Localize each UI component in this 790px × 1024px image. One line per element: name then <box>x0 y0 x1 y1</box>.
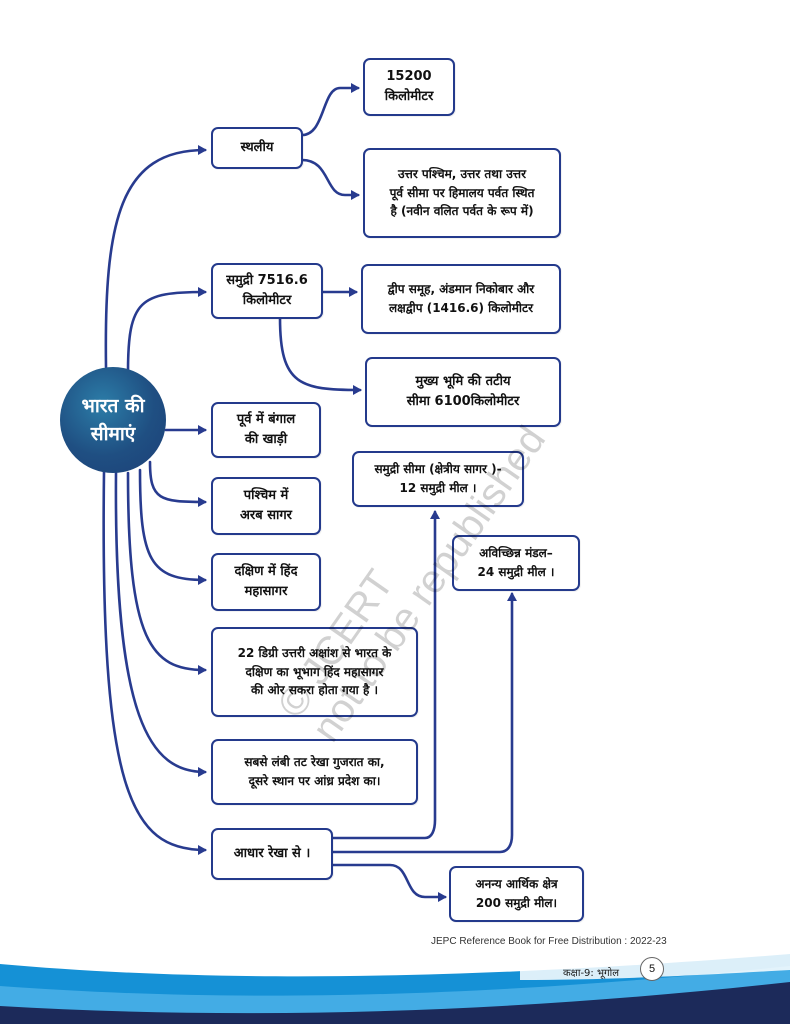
node-contiguous: अविच्छिन्न मंडल– 24 समुद्री मील । <box>452 535 580 591</box>
link-land-himalaya <box>300 158 360 200</box>
footer-wave <box>0 950 790 1024</box>
node-west-line2: अरब सागर <box>240 508 292 523</box>
node-coastline-line1: सबसे लंबी तट रेखा गुजरात का, <box>244 755 385 770</box>
node-sea-line2: किलोमीटर <box>242 293 292 308</box>
node-west: पश्चिम में अरब सागर <box>211 477 321 535</box>
link-baseline-contiguous <box>328 592 517 854</box>
link-root-west <box>148 460 207 507</box>
node-sea-line1: समुद्री 7516.6 <box>226 272 308 288</box>
node-land-himalaya-line3: है (नवीन वलित पर्वत के रूप में) <box>390 204 534 219</box>
node-west-line1: पश्चिम में <box>243 487 289 503</box>
node-land: स्थलीय <box>211 127 303 169</box>
node-land-length-line2: किलोमीटर <box>384 89 434 104</box>
node-land-text: स्थलीय <box>240 139 274 155</box>
node-territorial-line1: समुद्री सीमा (क्षेत्रीय सागर )- <box>374 462 502 477</box>
node-islands-line2: लक्षद्वीप (1416.6) किलोमीटर <box>388 301 533 315</box>
node-east: पूर्व में बंगाल की खाड़ी <box>211 402 321 458</box>
node-land-length-line1: 15200 <box>386 68 432 84</box>
node-latitude-line1: 22 डिग्री उत्तरी अक्षांश से भारत के <box>237 646 392 661</box>
node-coastline-line2: दूसरे स्थान पर आंध्र प्रदेश का। <box>248 774 381 788</box>
link-root-latitude <box>126 471 207 675</box>
node-territorial-line2: 12 समुद्री मील । <box>399 481 477 495</box>
node-eez: अनन्य आर्थिक क्षेत्र 200 समुद्री मील। <box>449 866 584 922</box>
node-latitude-line3: की ओर सकरा होता गया है । <box>250 683 379 698</box>
link-root-south <box>138 468 207 585</box>
root-node-india-borders: भारत की सीमाएं <box>60 367 166 473</box>
link-root-coastline <box>114 471 207 777</box>
link-baseline-territorial <box>328 510 440 840</box>
node-land-himalaya-line2: पूर्व सीमा पर हिमालय पर्वत स्थित <box>389 185 535 200</box>
node-baseline-text: आधार रेखा से । <box>233 845 311 861</box>
node-contiguous-line1: अविच्छिन्न मंडल– <box>479 546 553 561</box>
node-south: दक्षिण में हिंद महासागर <box>211 553 321 611</box>
node-latitude-line2: दक्षिण का भूभाग हिंद महासागर <box>245 664 384 679</box>
node-land-himalaya-line1: उत्तर पश्चिम, उत्तर तथा उत्तर <box>397 167 527 182</box>
root-label-line1: भारत की <box>81 394 145 417</box>
node-east-line1: पूर्व में बंगाल <box>236 411 296 427</box>
link-baseline-eez <box>328 863 447 902</box>
node-land-himalaya: उत्तर पश्चिम, उत्तर तथा उत्तर पूर्व सीमा… <box>363 148 561 238</box>
root-label-line2: सीमाएं <box>90 423 136 445</box>
node-coastline: सबसे लंबी तट रेखा गुजरात का, दूसरे स्थान… <box>211 739 418 805</box>
node-eez-line2: 200 समुद्री मील। <box>475 896 558 910</box>
node-islands-line1: द्वीप समूह, अंडमान निकोबार और <box>387 282 535 297</box>
link-root-sea <box>126 287 207 374</box>
node-sea: समुद्री 7516.6 किलोमीटर <box>211 263 323 319</box>
node-baseline: आधार रेखा से । <box>211 828 333 880</box>
link-root-baseline <box>102 470 207 855</box>
node-latitude: 22 डिग्री उत्तरी अक्षांश से भारत के दक्ष… <box>211 627 418 717</box>
node-mainland: मुख्य भूमि की तटीय सीमा 6100किलोमीटर <box>365 357 561 427</box>
footer-class-label: कक्षा-9: भूगोल <box>563 968 619 979</box>
node-east-line2: की खाड़ी <box>244 432 288 447</box>
node-mainland-line2: सीमा 6100किलोमीटर <box>406 394 520 409</box>
node-south-line2: महासागर <box>244 584 288 599</box>
node-land-length: 15200 किलोमीटर <box>363 58 455 116</box>
node-eez-line1: अनन्य आर्थिक क्षेत्र <box>475 877 558 892</box>
footer-note: JEPC Reference Book for Free Distributio… <box>431 936 667 947</box>
link-root-land <box>104 145 207 369</box>
node-islands: द्वीप समूह, अंडमान निकोबार और लक्षद्वीप … <box>361 264 561 334</box>
node-territorial: समुद्री सीमा (क्षेत्रीय सागर )- 12 समुद्… <box>352 451 524 507</box>
link-sea-mainland <box>278 316 362 395</box>
node-south-line1: दक्षिण में हिंद <box>234 563 298 579</box>
node-mainland-line1: मुख्य भूमि की तटीय <box>415 373 511 389</box>
link-land-length <box>300 83 360 137</box>
page-number: 5 <box>640 957 664 981</box>
node-contiguous-line2: 24 समुद्री मील । <box>477 565 555 579</box>
